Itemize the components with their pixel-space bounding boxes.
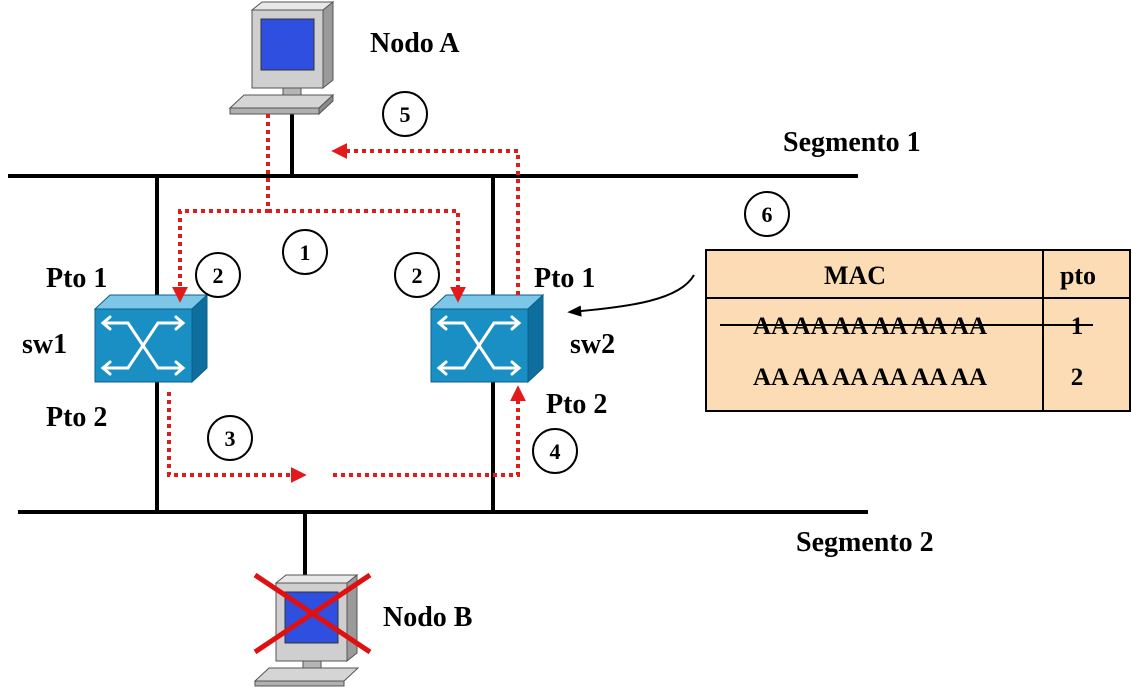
frame-path-step-4 [333, 385, 526, 477]
step-marker-6: 6 [744, 191, 790, 237]
node-a-label: Nodo A [370, 28, 460, 59]
mac-table-row-1-port: 1 [1071, 313, 1084, 340]
step-marker-3: 3 [207, 415, 253, 461]
frame-path-step-5 [331, 143, 520, 295]
mac-table-header-port: pto [1060, 261, 1096, 290]
sw1-switch-icon [93, 293, 209, 384]
frame-path-step-2 [268, 209, 466, 303]
segment-2-label: Segmento 2 [796, 527, 934, 558]
svg-text:6: 6 [762, 202, 773, 227]
frame-path-step-3 [167, 392, 307, 483]
frame-path-step-1 [172, 114, 270, 303]
svg-text:2: 2 [412, 263, 423, 288]
mac-address-table: MAC pto AA AA AA AA AA AA 1 AA AA AA AA … [705, 249, 1131, 412]
sw1-port1-label: Pto 1 [46, 263, 107, 294]
step-marker-1: 1 [282, 229, 328, 275]
node-b-failure-x-icon [253, 572, 372, 655]
step-marker-4: 4 [532, 428, 578, 474]
step-marker-2-sw1: 2 [195, 252, 241, 298]
mac-table-row-2-mac: AA AA AA AA AA AA [753, 364, 987, 391]
svg-text:5: 5 [400, 102, 411, 127]
mac-table-header-mac: MAC [824, 261, 886, 290]
mac-table-row-2-port: 2 [1071, 364, 1084, 391]
sw1-label: sw1 [22, 329, 67, 360]
mac-table-row-struck: AA AA AA AA AA AA 1 [720, 313, 1093, 340]
sw1-port2-label: Pto 2 [46, 402, 107, 433]
step-marker-2-sw2: 2 [394, 252, 440, 298]
sw2-label: sw2 [570, 329, 615, 360]
node-a-computer-icon [228, 0, 335, 116]
mac-table-row: AA AA AA AA AA AA 2 [753, 364, 1083, 391]
sw2-port1-label: Pto 1 [534, 263, 595, 294]
table-to-sw2-arrow [567, 274, 695, 317]
sw2-switch-icon [429, 293, 545, 384]
svg-text:2: 2 [213, 263, 224, 288]
sw2-port2-label: Pto 2 [546, 389, 607, 420]
svg-text:3: 3 [225, 426, 236, 451]
svg-text:4: 4 [550, 439, 561, 464]
node-b-label: Nodo B [383, 602, 472, 633]
segment-1-label: Segmento 1 [783, 127, 921, 158]
mac-table-row-1-mac: AA AA AA AA AA AA [753, 313, 987, 340]
svg-text:1: 1 [300, 240, 311, 265]
step-marker-5: 5 [382, 91, 428, 137]
